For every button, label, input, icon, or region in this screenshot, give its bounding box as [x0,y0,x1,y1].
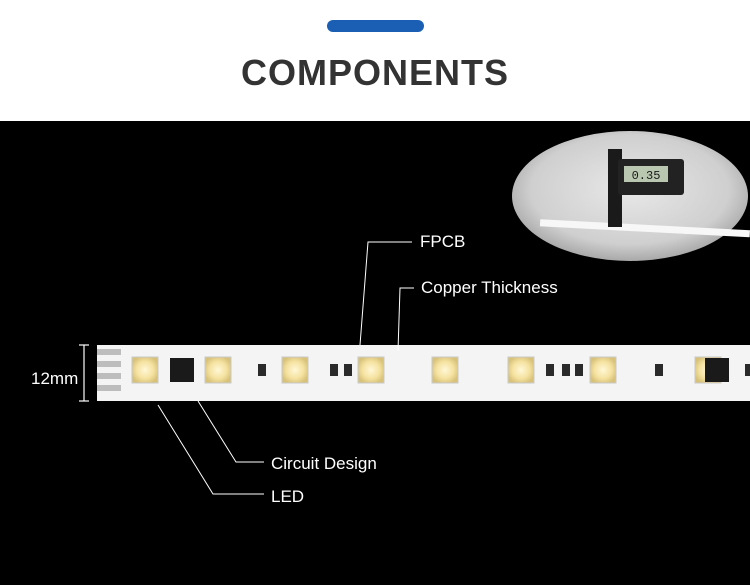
fpcb-strip [97,345,750,401]
caliper-inset: 0.35 [512,131,750,261]
smd-components [258,364,750,376]
accent-bar [327,20,424,32]
header: COMPONENTS [0,0,750,121]
led-chips [131,356,722,384]
width-label: 12mm [31,369,79,388]
product-photo: 0.35 12mm FPCB Copper Thickness Circuit … [0,121,750,585]
led-label: LED [271,487,305,506]
solder-pads [97,349,121,391]
caliper-reading: 0.35 [632,169,661,183]
callout-lines [157,241,414,495]
fpcb-leader [359,241,412,346]
copper-thickness-label: Copper Thickness [421,278,558,297]
fpcb-label: FPCB [420,232,466,251]
led-leader [157,404,264,495]
circuit-design-label: Circuit Design [271,454,377,473]
circuit-design-leader [197,400,264,463]
led-strip-illustration: 0.35 [79,131,750,495]
ic-chips [170,358,729,382]
page-title: COMPONENTS [240,52,509,93]
width-dimension-bracket [79,344,89,402]
copper-thickness-leader [397,287,414,352]
